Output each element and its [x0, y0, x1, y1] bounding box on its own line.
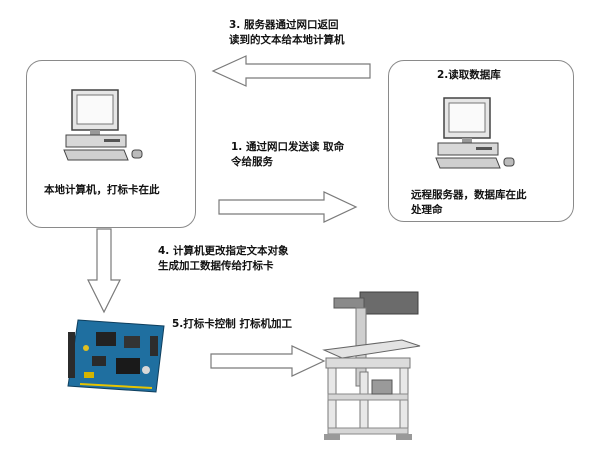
- local-computer-caption: 本地计算机，打标卡在此: [44, 184, 160, 196]
- step-3-label: 3. 服务器通过网口返回 读到的文本给本地计算机: [229, 19, 345, 46]
- desktop-computer-icon: [435, 97, 515, 169]
- step-2-label: 2.读取数据库: [437, 69, 501, 81]
- desktop-computer-icon: [63, 89, 143, 161]
- remote-server-caption: 远程服务器，数据库在此 处理命: [411, 189, 527, 214]
- step-4-label: 4. 计算机更改指定文本对象 生成加工数据传给打标卡: [158, 245, 289, 272]
- arrow-right-icon: [218, 191, 358, 223]
- arrow-down-icon: [87, 228, 121, 314]
- circuit-board-icon: [67, 319, 165, 393]
- laser-marking-machine-icon: [322, 291, 421, 440]
- remote-server-box: [388, 60, 574, 222]
- step-1-label: 1. 通过网口发送读 取命 令给服务: [231, 141, 345, 168]
- arrow-right-icon: [210, 345, 326, 377]
- step-5-label: 5.打标卡控制 打标机加工: [172, 318, 292, 330]
- arrow-left-icon: [211, 55, 371, 87]
